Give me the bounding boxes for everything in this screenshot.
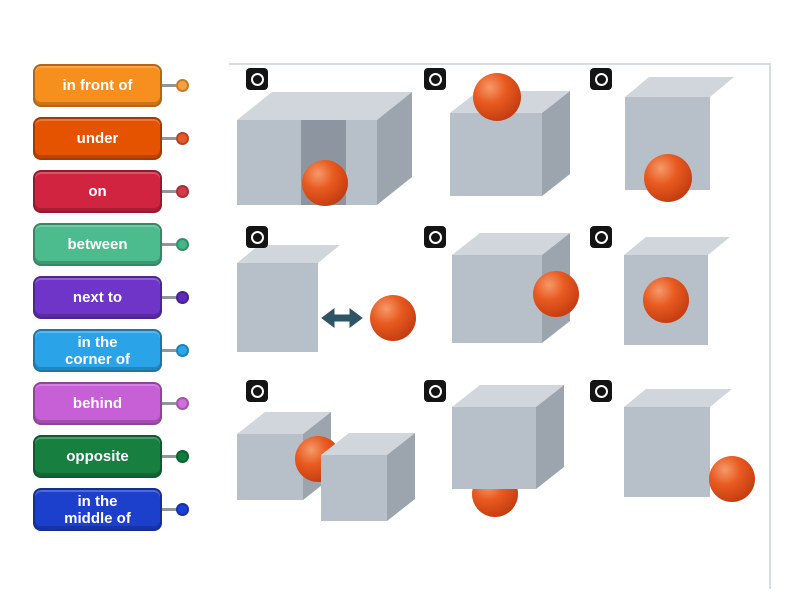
connector-line xyxy=(162,137,176,140)
target-ring-icon xyxy=(594,384,608,398)
connector-dot[interactable] xyxy=(176,503,189,516)
target-ring-icon xyxy=(250,72,264,86)
connector-dot[interactable] xyxy=(176,132,189,145)
scene-9 xyxy=(624,389,755,502)
label-row-behind: behind xyxy=(33,382,203,425)
target-ring-icon xyxy=(428,384,442,398)
target-ring-icon xyxy=(250,384,264,398)
picture-cell-1 xyxy=(226,64,416,222)
label-row-in-the-corner-of: in the corner of xyxy=(33,329,203,372)
label-on[interactable]: on xyxy=(33,170,162,213)
connector-line xyxy=(162,455,176,458)
label-text: on xyxy=(88,183,107,200)
notched-block xyxy=(237,92,412,205)
drop-target-5[interactable] xyxy=(424,226,446,248)
connector-dot[interactable] xyxy=(176,185,189,198)
cube-right xyxy=(321,433,415,521)
connector-dot[interactable] xyxy=(176,450,189,463)
connector-line xyxy=(162,402,176,405)
connector-line xyxy=(162,243,176,246)
ball xyxy=(370,295,416,341)
drop-target-3[interactable] xyxy=(590,68,612,90)
label-text: in front of xyxy=(62,77,133,94)
connector-dot[interactable] xyxy=(176,79,189,92)
label-column: in front of under on between next to xyxy=(33,64,203,541)
box xyxy=(237,245,340,352)
connector-dot[interactable] xyxy=(176,344,189,357)
label-row-next-to: next to xyxy=(33,276,203,319)
ball xyxy=(302,160,348,206)
connector-line xyxy=(162,84,176,87)
label-in-the-corner-of[interactable]: in the corner of xyxy=(33,329,162,372)
scene-2 xyxy=(450,73,570,196)
connector-dot[interactable] xyxy=(176,291,189,304)
drop-target-6[interactable] xyxy=(590,226,612,248)
drop-target-8[interactable] xyxy=(424,380,446,402)
picture-cell-6 xyxy=(570,222,760,380)
label-row-under: under xyxy=(33,117,203,160)
label-row-opposite: opposite xyxy=(33,435,203,478)
target-ring-icon xyxy=(428,230,442,244)
connector-line xyxy=(162,349,176,352)
picture-cell-2 xyxy=(404,64,594,222)
connector-line xyxy=(162,296,176,299)
scene-5 xyxy=(452,233,579,343)
label-text: under xyxy=(76,130,119,147)
drop-target-1[interactable] xyxy=(246,68,268,90)
target-ring-icon xyxy=(594,230,608,244)
label-row-on: on xyxy=(33,170,203,213)
scene-7 xyxy=(237,412,415,521)
target-ring-icon xyxy=(594,72,608,86)
label-row-in-the-middle-of: in the middle of xyxy=(33,488,203,531)
connector-dot[interactable] xyxy=(176,238,189,251)
label-row-in-front-of: in front of xyxy=(33,64,203,107)
cube xyxy=(452,233,570,343)
picture-cell-4 xyxy=(226,222,416,380)
ball xyxy=(644,154,692,202)
scene-1 xyxy=(237,92,412,206)
label-in-front-of[interactable]: in front of xyxy=(33,64,162,107)
scene-4 xyxy=(237,245,416,352)
picture-cell-5 xyxy=(404,222,594,380)
scene-3 xyxy=(625,77,734,202)
drop-target-4[interactable] xyxy=(246,226,268,248)
label-text: in the middle of xyxy=(64,492,131,527)
cube xyxy=(452,385,564,489)
box xyxy=(624,389,732,497)
scene-8 xyxy=(452,385,564,517)
label-under[interactable]: under xyxy=(33,117,162,160)
ball xyxy=(533,271,579,317)
picture-cell-3 xyxy=(570,64,760,222)
label-text: in the corner of xyxy=(64,333,130,368)
label-next-to[interactable]: next to xyxy=(33,276,162,319)
picture-cell-9 xyxy=(570,376,760,534)
drop-target-2[interactable] xyxy=(424,68,446,90)
target-ring-icon xyxy=(250,230,264,244)
picture-cell-7 xyxy=(226,376,416,534)
label-text: between xyxy=(67,236,128,253)
drop-target-9[interactable] xyxy=(590,380,612,402)
picture-cell-8 xyxy=(404,376,594,534)
label-in-the-middle-of[interactable]: in the middle of xyxy=(33,488,162,531)
target-ring-icon xyxy=(428,72,442,86)
label-row-between: between xyxy=(33,223,203,266)
drop-target-7[interactable] xyxy=(246,380,268,402)
label-text: opposite xyxy=(66,448,129,465)
ball xyxy=(643,277,689,323)
ball xyxy=(473,73,521,121)
label-opposite[interactable]: opposite xyxy=(33,435,162,478)
double-arrow-icon xyxy=(321,308,363,328)
label-between[interactable]: between xyxy=(33,223,162,266)
label-text: behind xyxy=(72,395,123,412)
label-behind[interactable]: behind xyxy=(33,382,162,425)
connector-line xyxy=(162,508,176,511)
scene-6 xyxy=(624,237,730,345)
connector-line xyxy=(162,190,176,193)
label-text: next to xyxy=(72,289,123,306)
board-frame xyxy=(229,63,771,589)
ball xyxy=(709,456,755,502)
connector-dot[interactable] xyxy=(176,397,189,410)
